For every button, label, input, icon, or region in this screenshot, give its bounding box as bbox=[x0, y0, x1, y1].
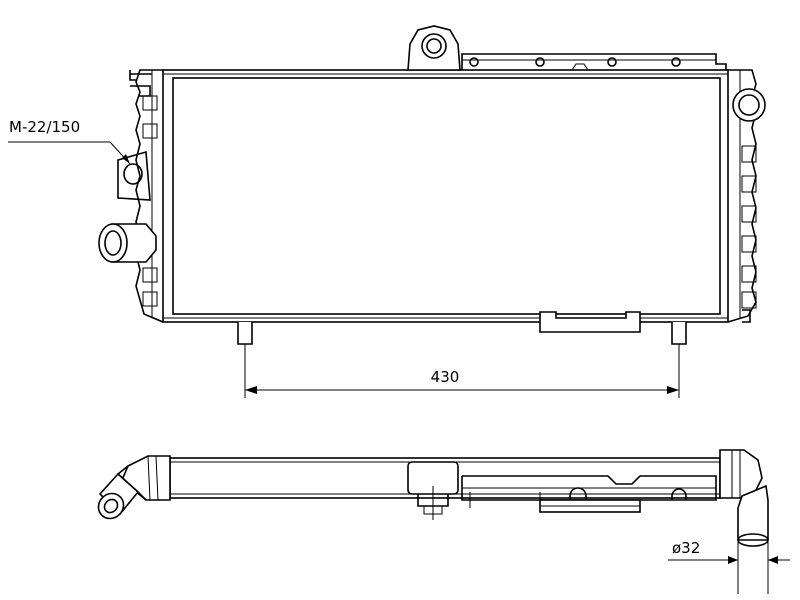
radiator-top-view bbox=[97, 449, 769, 594]
top-view-filler-neck bbox=[407, 461, 459, 520]
top-mounting-rail bbox=[461, 53, 727, 71]
drain-plug-bracket bbox=[117, 150, 151, 201]
width-dimension: 430 bbox=[244, 344, 680, 398]
top-view-bracket bbox=[539, 499, 641, 513]
thread-callout-label: M-22/150 bbox=[9, 118, 80, 136]
pipe-diameter-label: ø32 bbox=[672, 539, 700, 557]
right-tank-ribs bbox=[741, 145, 757, 309]
pipe-diameter-dimension: ø32 bbox=[668, 539, 790, 564]
thread-callout: M-22/150 bbox=[8, 118, 131, 165]
top-view-right-elbow bbox=[719, 449, 769, 594]
bottom-bracket bbox=[539, 311, 641, 333]
radiator-core-inner bbox=[172, 77, 721, 315]
radiator-front-view bbox=[98, 25, 766, 345]
mounting-pin-left bbox=[237, 322, 253, 345]
radiator-core-outer bbox=[162, 69, 729, 323]
top-view-left-elbow bbox=[97, 455, 171, 520]
left-inlet-pipe bbox=[98, 223, 157, 263]
right-outlet-pipe bbox=[732, 88, 766, 122]
width-dimension-label: 430 bbox=[431, 368, 460, 386]
filler-neck bbox=[407, 25, 461, 71]
mounting-pin-right bbox=[671, 322, 687, 345]
left-tank-ribs bbox=[142, 95, 158, 307]
drain-plug bbox=[123, 163, 143, 185]
